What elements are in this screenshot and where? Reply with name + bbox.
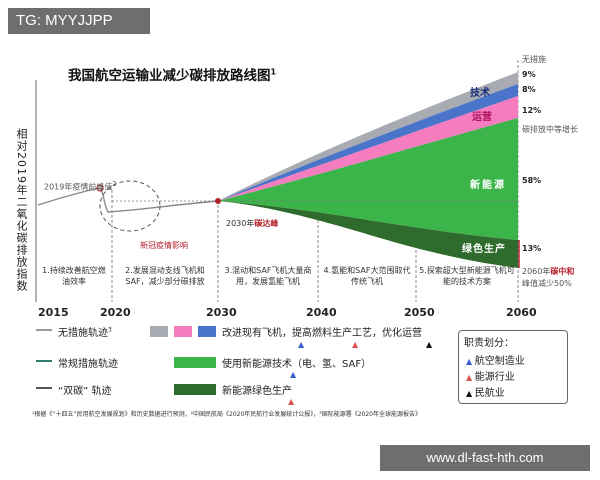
pct-13: 13%	[522, 244, 542, 253]
peak-2030-marker	[215, 198, 221, 204]
annotation-2030-peak: 2030年碳达峰	[226, 219, 279, 228]
triangle-improve-red: ▲	[352, 340, 359, 349]
swatch-gray	[150, 326, 168, 337]
pct-9: 9%	[522, 70, 536, 79]
swatch-pink	[174, 326, 192, 337]
legend-improve: 改进现有飞机，提高燃料生产工艺，优化运营	[222, 328, 422, 339]
band-label-new-energy: 新能源	[470, 180, 506, 191]
year-2060: 2060	[506, 306, 537, 319]
swatch-dark-green	[174, 384, 216, 395]
swatch-blue	[198, 326, 216, 337]
label-medium-growth: 碳排放中等增长	[522, 125, 578, 134]
top-watermark: TG: MYYJJPP	[8, 8, 150, 34]
legend-new-energy-tech: 使用新能源技术（电、氢、SAF）	[222, 359, 372, 370]
band-green-production	[218, 201, 518, 268]
legend-green-production: 新能源绿色生产	[222, 386, 292, 397]
resp-item-energy: ▲ 能源行业	[466, 372, 515, 383]
peak-2019-marker	[96, 184, 104, 192]
band-label-green: 绿色生产	[462, 244, 506, 255]
covid-circle	[99, 180, 161, 232]
triangle-improve-blue: ▲	[298, 340, 305, 349]
triangle-improve-black: ▲	[426, 340, 433, 349]
stage-4: 4.氢能和SAF大范围取代传统飞机	[323, 266, 411, 286]
history-curve	[37, 187, 219, 213]
year-2040: 2040	[306, 306, 337, 319]
year-2050: 2050	[404, 306, 435, 319]
resp-item-aviation: ▲ 民航业	[466, 388, 505, 399]
annotation-covid: 新冠疫情影响	[140, 241, 188, 250]
pct-58: 58%	[522, 176, 542, 185]
bottom-watermark: www.dl-fast-hth.com	[380, 445, 590, 471]
stage-2: 2.发展混动支线飞机和SAF，减少部分碳排放	[125, 266, 205, 286]
legend-regular: 常规措施轨迹	[58, 359, 118, 370]
legend-no-measure: 无措施轨迹3	[58, 326, 112, 339]
pct-12: 12%	[522, 106, 542, 115]
band-new-energy	[218, 118, 518, 240]
band-label-tech: 技术	[470, 88, 490, 99]
stage-3: 3.混动和SAF飞机大量商用，发展氢能飞机	[224, 266, 312, 286]
swatch-green	[174, 357, 216, 368]
band-tech	[218, 84, 518, 201]
label-no-measure: 无措施	[522, 55, 546, 64]
band-no-measure	[218, 72, 518, 201]
band-label-ops: 运营	[472, 112, 492, 123]
label-peak-reduce: 峰值减少50%	[522, 279, 572, 288]
pct-8: 8%	[522, 85, 536, 94]
stage-5: 5.探索超大型新能源飞机可能的技术方案	[419, 266, 515, 286]
year-2030: 2030	[206, 306, 237, 319]
resp-item-manufacturing: ▲ 航空制造业	[466, 356, 525, 367]
annotation-2019-peak: 2019年疫情前峰值2	[44, 180, 117, 192]
year-2015: 2015	[38, 306, 69, 319]
legend-dual-carbon: “双碳” 轨迹	[58, 386, 112, 397]
responsibility-box	[458, 330, 568, 404]
year-2020: 2020	[100, 306, 131, 319]
footnote: ¹根据《“十四五”民用航空发展规划》和历史数据进行预测，²中国民航局《2020年…	[32, 411, 421, 418]
responsibility-title: 职责划分：	[464, 338, 514, 349]
triangle-green-red: ▲	[288, 397, 295, 406]
stage-1: 1.持续改善航空燃油效率	[42, 266, 106, 286]
band-ops	[218, 96, 518, 201]
triangle-tech-blue: ▲	[290, 370, 297, 379]
label-2060-neutral: 2060年碳中和	[522, 267, 575, 276]
y-axis-label: 相对2019年二氧化碳排放指数	[15, 128, 28, 292]
chart-title: 我国航空运输业减少碳排放路线图1	[68, 67, 277, 85]
